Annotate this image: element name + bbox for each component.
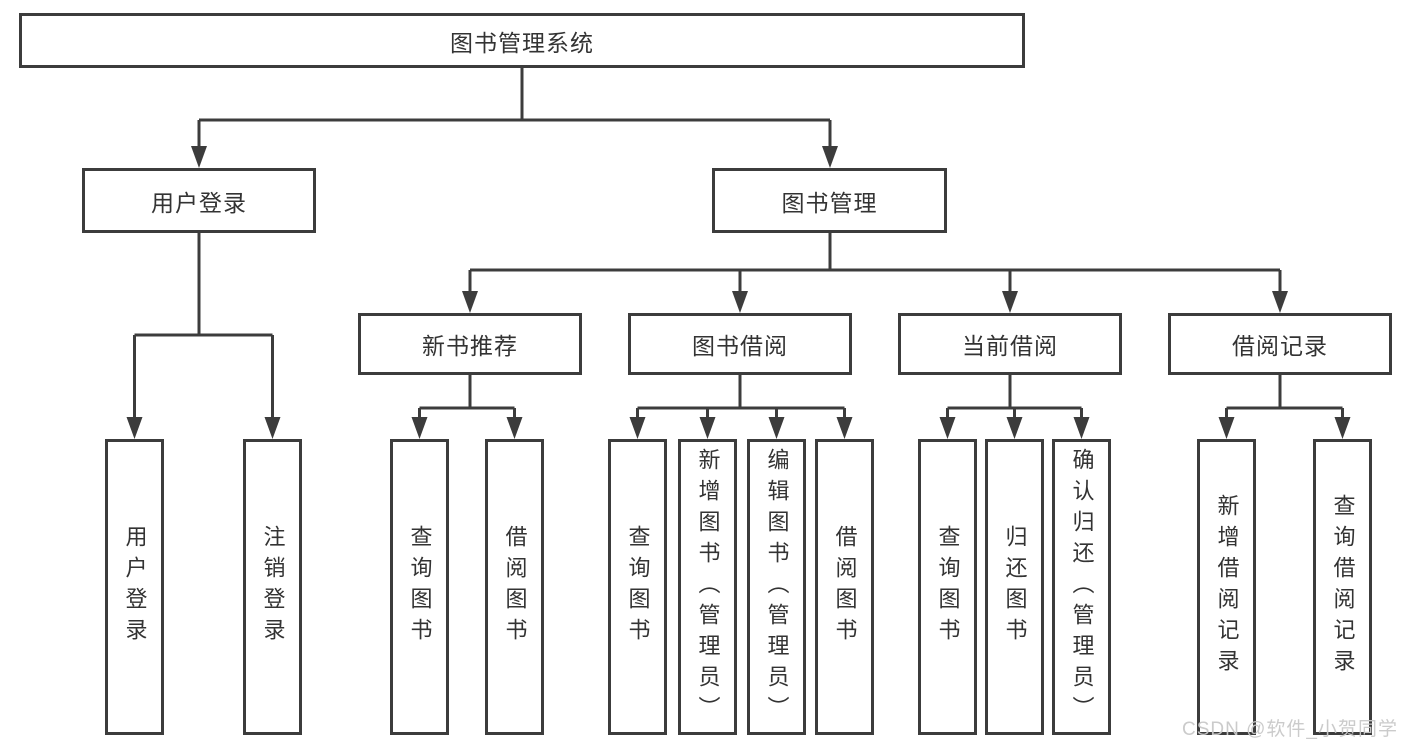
leaf-label: 查询图书	[407, 525, 433, 649]
leaf-label: 用户登录	[122, 525, 148, 649]
leaf-query-borrow-record: 查询借阅记录	[1313, 439, 1372, 735]
leaf-label: 归还图书	[1002, 525, 1028, 649]
leaf-label: 查询图书	[935, 525, 961, 649]
arrowheads	[126, 146, 1351, 439]
leaf-logout: 注销登录	[243, 439, 302, 735]
node-book-management: 图书管理	[712, 168, 947, 233]
leaf-add-borrow-record: 新增借阅记录	[1197, 439, 1256, 735]
node-current-borrowing: 当前借阅	[898, 313, 1122, 375]
node-user-login: 用户登录	[82, 168, 316, 233]
leaf-confirm-return-admin: 确认归还（管理员）	[1052, 439, 1111, 735]
leaf-label: 新增借阅记录	[1214, 494, 1240, 680]
leaf-user-login: 用户登录	[105, 439, 164, 735]
leaf-label: 编辑图书（管理员）	[764, 447, 790, 727]
leaf-return-books: 归还图书	[985, 439, 1044, 735]
leaf-label: 借阅图书	[832, 525, 858, 649]
leaf-label: 查询借阅记录	[1330, 494, 1356, 680]
leaf-query-books-current: 查询图书	[918, 439, 977, 735]
node-borrowing-records: 借阅记录	[1168, 313, 1392, 375]
leaf-label: 新增图书（管理员）	[695, 447, 721, 727]
leaf-query-books-borrowing: 查询图书	[608, 439, 667, 735]
node-new-book-recommendation: 新书推荐	[358, 313, 582, 375]
leaf-label: 确认归还（管理员）	[1069, 447, 1095, 727]
node-book-borrowing: 图书借阅	[628, 313, 852, 375]
leaf-label: 查询图书	[625, 525, 651, 649]
leaf-label: 注销登录	[260, 525, 286, 649]
node-library-management-system: 图书管理系统	[19, 13, 1025, 68]
leaf-query-books-recommend: 查询图书	[390, 439, 449, 735]
csdn-watermark: CSDN @软件_小贺同学	[1182, 719, 1398, 740]
leaf-borrow-books: 借阅图书	[815, 439, 874, 735]
leaf-borrow-books-recommend: 借阅图书	[485, 439, 544, 735]
leaf-add-books-admin: 新增图书（管理员）	[678, 439, 737, 735]
leaf-label: 借阅图书	[502, 525, 528, 649]
leaf-edit-books-admin: 编辑图书（管理员）	[747, 439, 806, 735]
